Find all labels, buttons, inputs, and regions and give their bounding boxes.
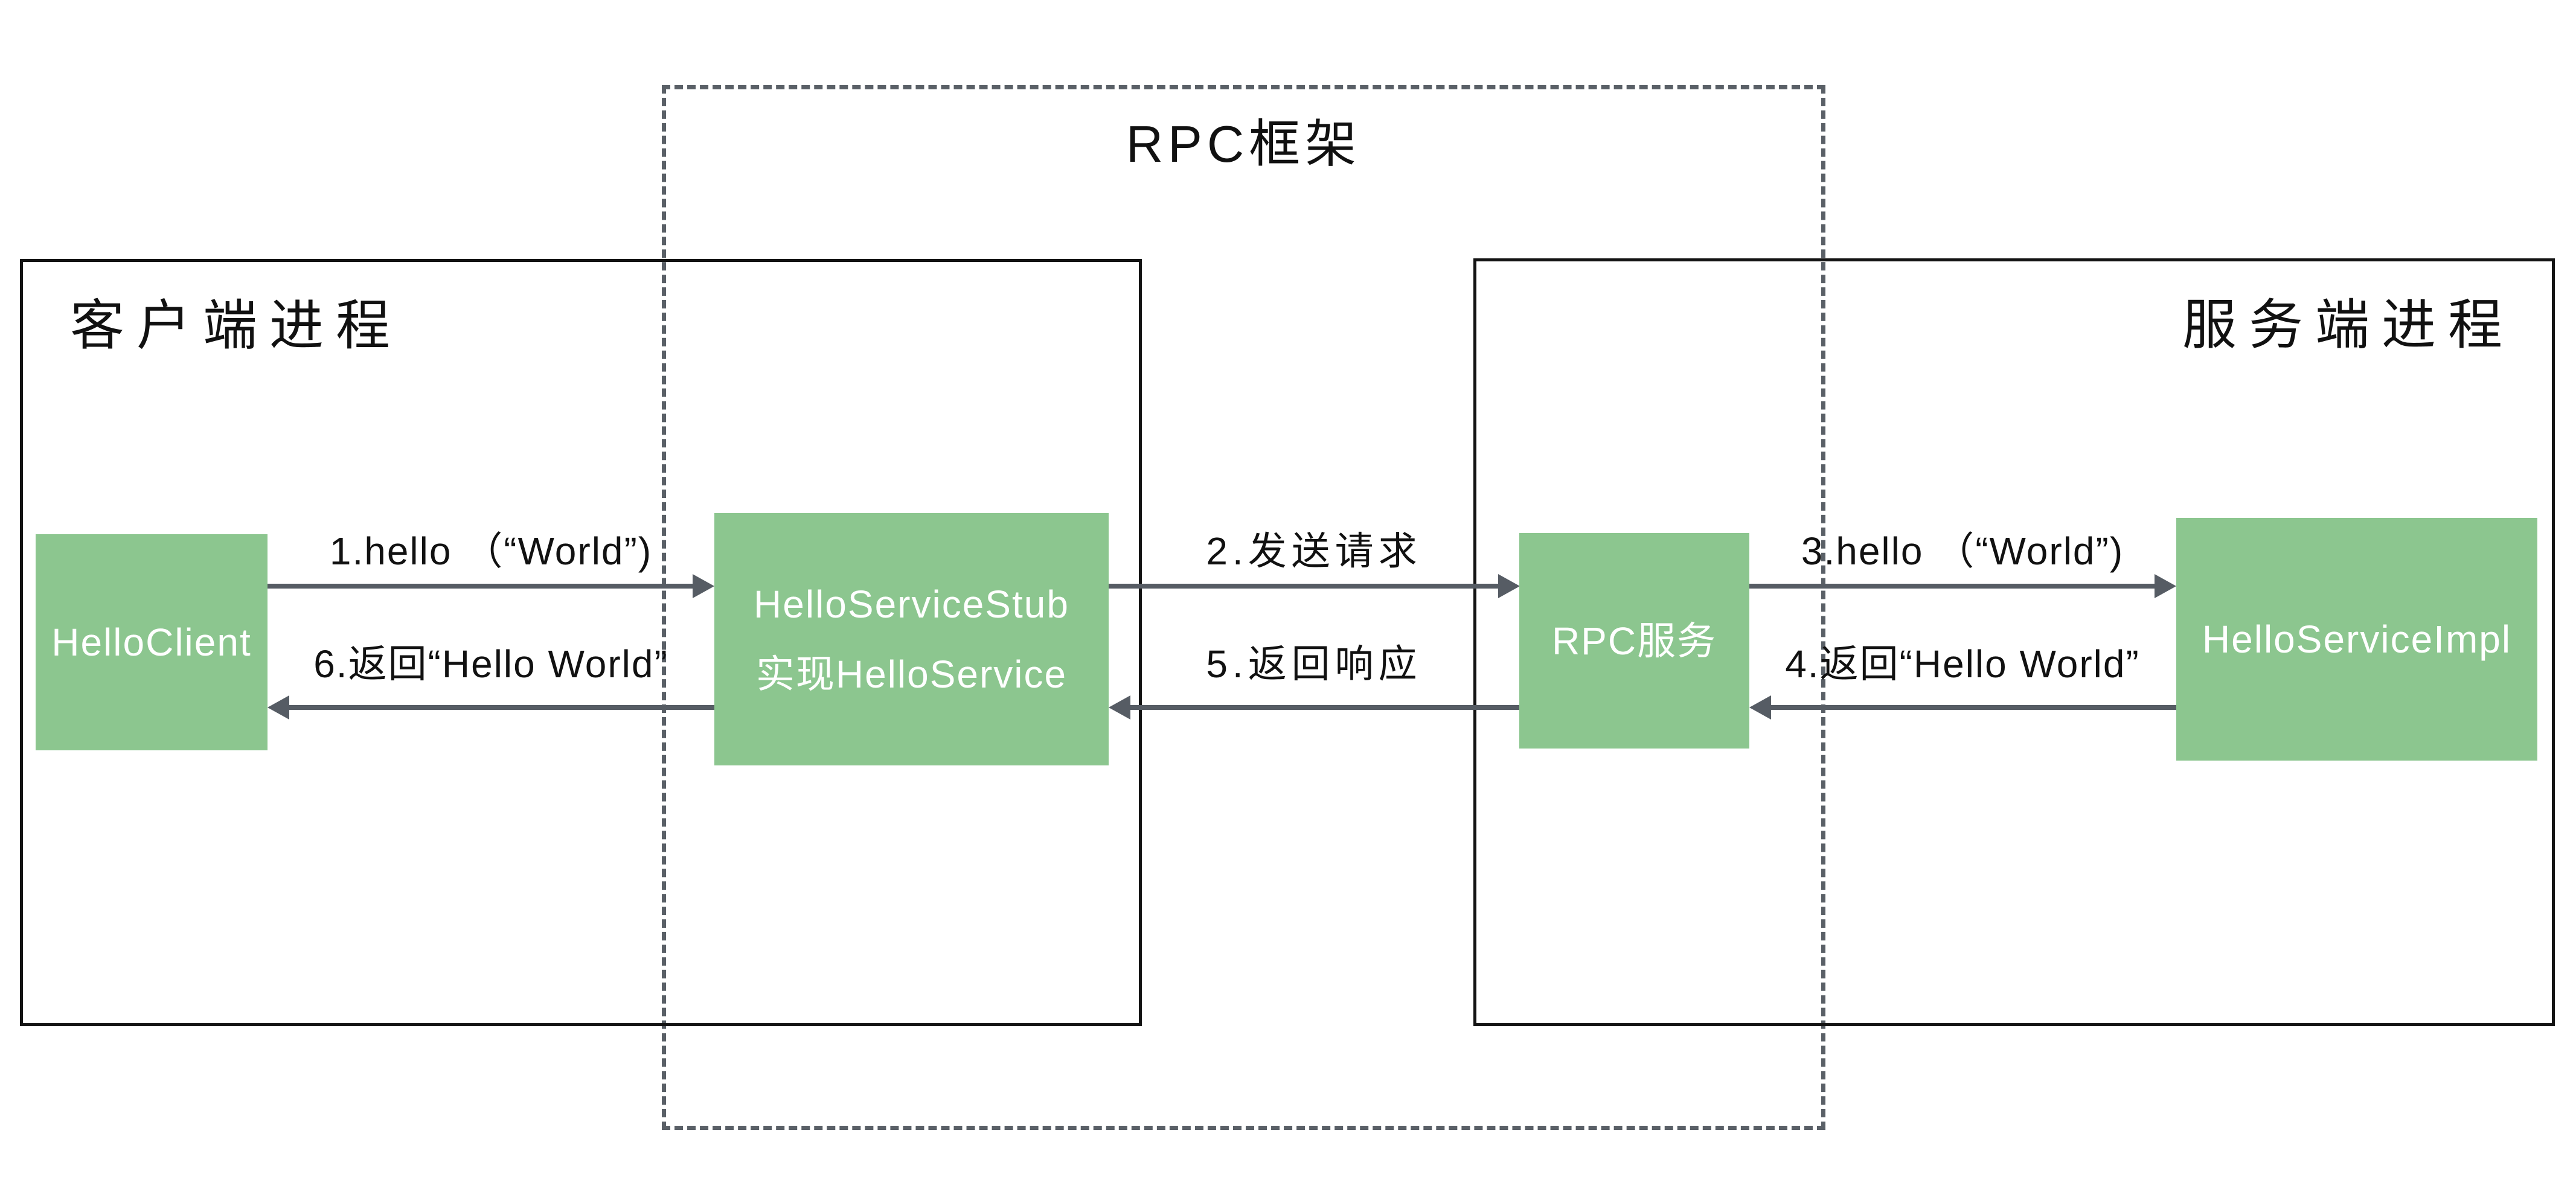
arrow-1-line bbox=[268, 584, 694, 589]
arrow-label-2: 2.发送请求 bbox=[1206, 529, 1422, 573]
frame-title: RPC框架 bbox=[1126, 116, 1362, 173]
arrow-5-line bbox=[1129, 705, 1519, 710]
server-process-box: 服务端进程 bbox=[1473, 258, 2555, 1026]
arrow-label-4: 4.返回“Hello World” bbox=[1785, 642, 2140, 686]
arrow-5-head-left-icon bbox=[1109, 695, 1130, 720]
client-process-box: 客户端进程 bbox=[20, 259, 1142, 1026]
arrow-1-head-right-icon bbox=[693, 574, 714, 598]
arrow-2-line bbox=[1109, 584, 1499, 589]
node-rpc-service: RPC服务 bbox=[1519, 533, 1749, 749]
arrow-6-head-left-icon bbox=[268, 695, 289, 720]
arrow-2-head-right-icon bbox=[1498, 574, 1520, 598]
arrow-6-line bbox=[288, 705, 714, 710]
node-hello-service-stub: HelloServiceStub 实现HelloService bbox=[714, 513, 1109, 765]
arrow-label-6: 6.返回“Hello World” bbox=[313, 642, 668, 686]
node-hello-service-impl: HelloServiceImpl bbox=[2176, 518, 2537, 761]
node-hello-client: HelloClient bbox=[36, 534, 268, 750]
stub-line1: HelloServiceStub bbox=[754, 583, 1069, 626]
arrow-label-1: 1.hello （“World”) bbox=[329, 529, 653, 573]
server-process-label: 服务端进程 bbox=[2182, 295, 2514, 356]
arrow-4-line bbox=[1770, 705, 2176, 710]
client-process-label: 客户端进程 bbox=[70, 296, 402, 356]
rpc-framework-frame: RPC框架 bbox=[662, 85, 1825, 1130]
arrow-3-head-right-icon bbox=[2155, 574, 2176, 598]
arrow-label-5: 5.返回响应 bbox=[1206, 642, 1422, 686]
arrow-label-3: 3.hello （“World”) bbox=[1801, 529, 2124, 573]
stub-line2: 实现HelloService bbox=[755, 653, 1068, 696]
arrow-4-head-left-icon bbox=[1749, 695, 1771, 720]
arrow-3-line bbox=[1749, 584, 2156, 589]
